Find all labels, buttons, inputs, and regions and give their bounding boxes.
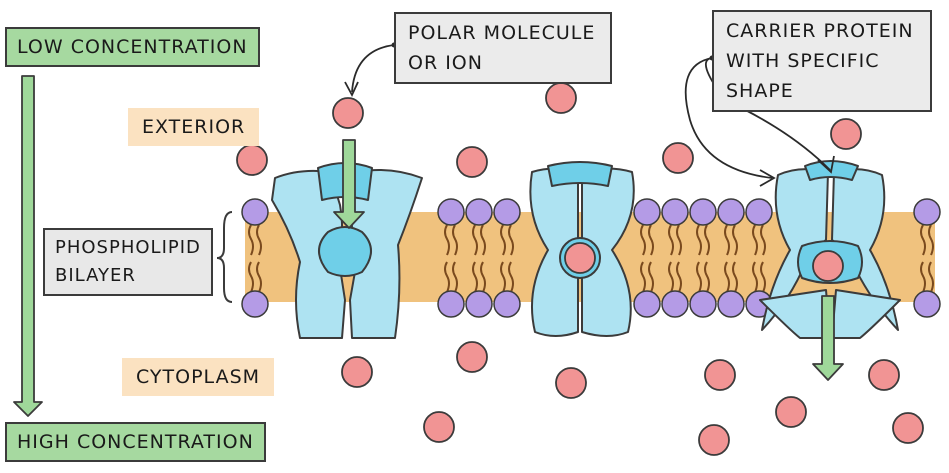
lipid-tail (480, 224, 486, 256)
phosphate-head (717, 290, 745, 318)
phosphate-head (913, 290, 941, 318)
lipid-tail (248, 261, 254, 293)
lipid-tail (452, 224, 458, 256)
exterior-label: EXTERIOR (128, 108, 260, 146)
bilayer-bracket (216, 211, 233, 303)
phosphate-head (465, 290, 493, 318)
lipid-tail (640, 224, 646, 256)
lipid-tail (444, 224, 450, 256)
phosphate-head (241, 198, 269, 226)
transport-arrow-entry (333, 139, 365, 229)
polar-molecule (341, 356, 373, 388)
lipid-tail (668, 261, 674, 293)
lipid-tail (724, 224, 730, 256)
lipid-tail (444, 261, 450, 293)
lipid-tail (676, 261, 682, 293)
transport-arrow-exit (812, 295, 844, 381)
lipid-tail (472, 224, 478, 256)
polar-molecule (456, 146, 488, 178)
lipid-tail (752, 261, 758, 293)
lipid-tail (500, 261, 506, 293)
lipid-tail (668, 224, 674, 256)
carrier-protein-pointer-2-head (817, 155, 835, 174)
phosphate-head (493, 290, 521, 318)
phosphate-heads (241, 198, 941, 318)
lipid-tail (696, 261, 702, 293)
phosphate-head (745, 198, 773, 226)
polar-molecule (236, 144, 268, 176)
phosphate-head (913, 198, 941, 226)
channel-protein-left (271, 162, 423, 339)
lipid-tails (248, 224, 934, 293)
lipid-tail (256, 224, 262, 256)
high-concentration-label: HIGH CONCENTRATION (5, 422, 266, 462)
polar-molecule (662, 142, 694, 174)
lipid-tail (920, 224, 926, 256)
lipid-tail (480, 261, 486, 293)
lipid-tail (648, 261, 654, 293)
polar-molecule (868, 359, 900, 391)
carrier-protein-pointer-1 (684, 57, 773, 179)
lipid-tail (508, 224, 514, 256)
polar-molecule (456, 341, 488, 373)
lipid-tail (920, 261, 926, 293)
lipid-tail (640, 261, 646, 293)
polar-molecule (545, 82, 577, 114)
lipid-tail (256, 261, 262, 293)
polar-molecules (236, 82, 924, 456)
lipid-tail (248, 224, 254, 256)
lipid-tail (500, 224, 506, 256)
carrier-protein-pointer-1-head (759, 169, 776, 187)
phosphate-head (437, 290, 465, 318)
lipid-tail (452, 261, 458, 293)
polar-molecule (812, 250, 844, 282)
phosphate-head (633, 290, 661, 318)
lipid-tail (704, 224, 710, 256)
phosphate-head (437, 198, 465, 226)
polar-molecule-pointer (351, 44, 395, 93)
lipid-tail (508, 261, 514, 293)
phosphate-head (661, 198, 689, 226)
polar-molecule (892, 412, 924, 444)
lipid-tail (928, 261, 934, 293)
phosphate-head (241, 290, 269, 318)
polar-molecule-callout: POLAR MOLECULE OR ION (394, 12, 612, 84)
lipid-tail (928, 224, 934, 256)
polar-molecule (698, 424, 730, 456)
polar-molecule (704, 359, 736, 391)
carrier-protein-callout: CARRIER PROTEIN WITH SPECIFIC SHAPE (712, 10, 932, 112)
lipid-tail (724, 261, 730, 293)
lipid-tail (732, 261, 738, 293)
lipid-tail (704, 261, 710, 293)
lipid-tail (676, 224, 682, 256)
concentration-gradient-arrow (13, 75, 43, 417)
polar-molecule (332, 97, 364, 129)
low-concentration-label: LOW CONCENTRATION (5, 27, 260, 67)
polar-molecule (830, 118, 862, 150)
phospholipid-bilayer-label: PHOSPHOLIPID BILAYER (43, 228, 213, 296)
lipid-tail (696, 224, 702, 256)
lipid-tail (760, 224, 766, 256)
polar-molecule (775, 396, 807, 428)
phosphate-head (689, 198, 717, 226)
polar-molecule (564, 242, 596, 274)
lipid-tail (760, 261, 766, 293)
phosphate-head (661, 290, 689, 318)
polar-molecule (423, 411, 455, 443)
cytoplasm-label: CYTOPLASM (122, 358, 275, 396)
phosphate-head (465, 198, 493, 226)
phosphate-head (717, 198, 745, 226)
polar-molecule-pointer-head (344, 81, 359, 98)
lipid-tail (648, 224, 654, 256)
phosphate-head (633, 198, 661, 226)
phosphate-head (689, 290, 717, 318)
lipid-tail (472, 261, 478, 293)
phosphate-head (493, 198, 521, 226)
lipid-tail (732, 224, 738, 256)
lipid-tail (752, 224, 758, 256)
polar-molecule (555, 367, 587, 399)
